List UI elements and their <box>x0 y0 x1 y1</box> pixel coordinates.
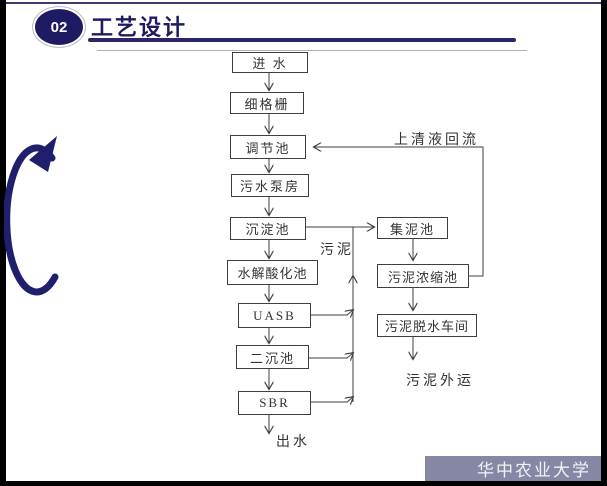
university-name: 华中农业大学 <box>477 461 591 480</box>
flow-node-hydrolysis-acidification-tank: 水解酸化池 <box>227 260 318 285</box>
page-title: 工艺设计 <box>91 15 188 40</box>
flow-node-fine-screen: 细格栅 <box>230 92 304 114</box>
right-edge-bar <box>601 0 607 486</box>
flow-node-secondary-clarifier: 二沉池 <box>236 345 309 369</box>
flow-node-sludge-dewatering-workshop: 污泥脱水车间 <box>377 314 477 337</box>
flow-node-sbr: SBR <box>238 391 311 415</box>
flow-node-sewage-pump-house: 污水泵房 <box>231 174 309 197</box>
label-effluent: 出水 <box>276 435 310 450</box>
footer-bar: 华中农业大学 <box>425 456 601 481</box>
title-underline <box>88 38 516 42</box>
flow-node-uasb: UASB <box>238 303 311 328</box>
top-rule-line <box>6 2 601 4</box>
label-sludge: 污泥 <box>320 243 354 258</box>
section-number-badge: 02 <box>33 7 85 47</box>
flow-node-sludge-collection-tank: 集泥池 <box>377 217 448 239</box>
section-number: 02 <box>50 18 68 36</box>
left-edge-bar <box>0 0 6 486</box>
curved-up-arrow-icon <box>4 136 59 296</box>
flow-node-sedimentation-tank: 沉淀池 <box>230 217 306 240</box>
bottom-edge-bar <box>0 481 607 486</box>
label-supernatant-return: 上清液回流 <box>394 133 479 148</box>
label-sludge-disposal: 污泥外运 <box>406 374 474 389</box>
flow-node-sludge-thickening-tank: 污泥浓缩池 <box>377 264 469 288</box>
diagram-frame-top-border <box>97 50 527 51</box>
flow-node-influent: 进 水 <box>232 52 308 73</box>
flow-node-regulating-tank: 调节池 <box>230 135 306 159</box>
